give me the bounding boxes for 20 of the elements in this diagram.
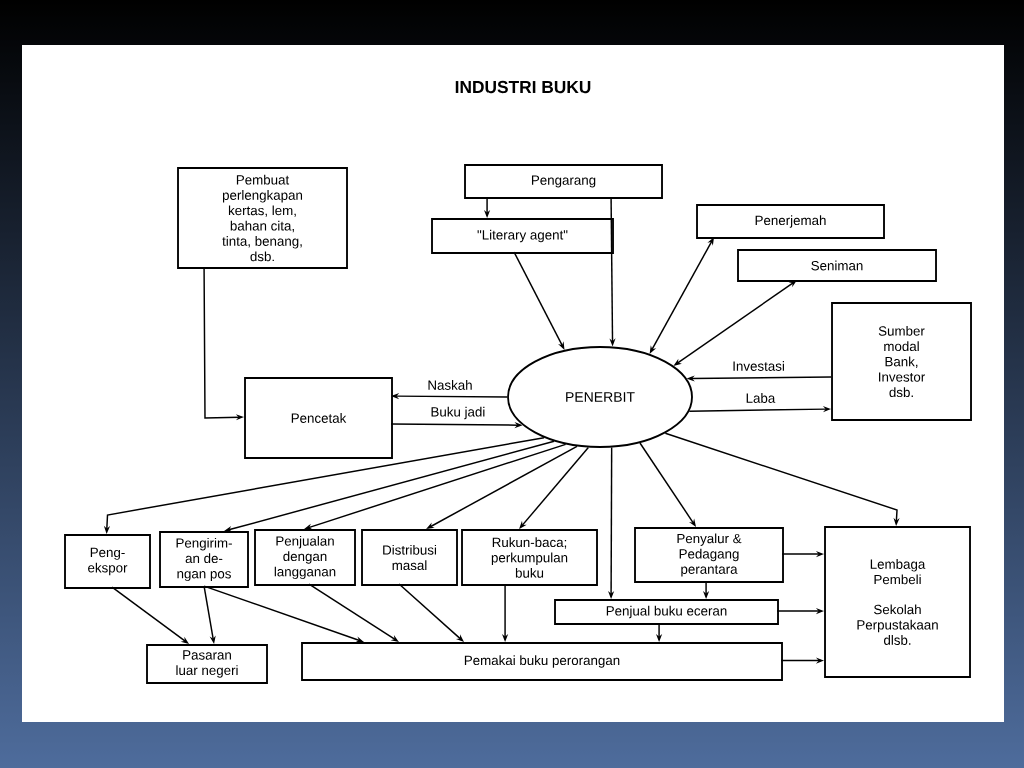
process-box: "Literary agent" — [431, 218, 614, 254]
ellipse-node: PENERBIT — [507, 346, 693, 448]
process-box: Rukun-baca; perkumpulan buku — [461, 529, 598, 586]
process-box: Pembuat perlengkapan kertas, lem, bahan cita, tinta, benang, dsb. — [177, 167, 348, 269]
process-box: Peng- ekspor — [64, 534, 151, 589]
process-box: Pengarang — [464, 164, 663, 199]
process-box: Sumber modal Bank, Investor dsb. — [831, 302, 972, 421]
process-box: Penjual buku eceran — [554, 599, 779, 625]
edge-label: Buku jadi — [429, 405, 487, 421]
process-box: Pencetak — [244, 377, 393, 459]
process-box: Pengirim- an de- ngan pos — [159, 531, 249, 588]
process-box: Pasaran luar negeri — [146, 644, 268, 684]
process-box: Penjualan dengan langganan — [254, 529, 356, 586]
process-box: Penyalur & Pedagang perantara — [634, 527, 784, 583]
process-box: Penerjemah — [696, 204, 885, 239]
process-box: Seniman — [737, 249, 937, 282]
process-box: Distribusi masal — [361, 529, 458, 586]
title: INDUSTRI BUKU — [455, 80, 591, 94]
process-box: Lembaga Pembeli Sekolah Perpustakaan dlsb. — [824, 526, 971, 678]
process-box: Pemakai buku perorangan — [301, 642, 783, 681]
